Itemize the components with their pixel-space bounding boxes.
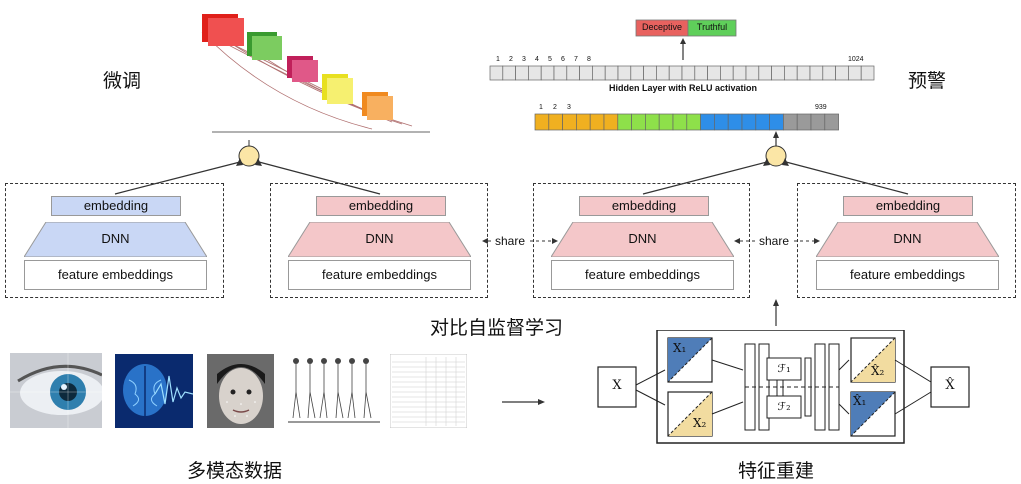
masked-x1-label: X₁ [673,341,687,355]
input-x-label: X [612,378,622,393]
input-tick-label: 1 [539,104,543,111]
dnn-label: DNN [365,231,394,246]
brain-eeg-image [115,354,193,428]
panel-finetune: embedding DNN feature embeddings [5,183,224,298]
output-x-hat-label: X̂ [945,378,955,393]
hidden-layer-diagram: Deceptive Truthful Hidden Layer with ReL… [488,16,878,136]
hidden-unit-cell [860,65,875,81]
dnn-label: DNN [101,231,130,246]
dnn-block: DNN [551,222,734,257]
gait-image [288,354,380,428]
encoder-f1-label: ℱ₁ [777,362,791,375]
embedding-box: embedding [51,196,181,216]
reconstructed-x2-label: X̂₂ [871,364,885,378]
share-label-1: share [493,234,528,248]
hidden-tick-label: 4 [535,56,539,63]
embedding-box: embedding [843,196,973,216]
panel-warning: embedding DNN feature embeddings [797,183,1016,298]
deceptive-label: Deceptive [641,22,683,32]
panel-pretrain-2: embedding DNN feature embeddings [533,183,750,298]
face-image [207,354,274,428]
embedding-box: embedding [579,196,709,216]
cnn-architecture-thumbnail [172,4,434,138]
panel-pretrain-1: embedding DNN feature embeddings [270,183,488,298]
hidden-tick-label: 7 [574,56,578,63]
input-feature-cell [824,113,839,131]
encoder-f2-label: ℱ₂ [777,400,791,413]
multimodal-data-label: 多模态数据 [187,460,283,482]
dnn-block: DNN [816,222,999,257]
hidden-tick-label: 3 [522,56,526,63]
hidden-tick-label: 5 [548,56,552,63]
share-label-2: share [757,234,792,248]
finetune-label: 微调 [103,70,142,92]
questionnaire-table-image [390,354,467,428]
hidden-layer-title: Hidden Layer with ReLU activation [608,83,758,93]
reconstructed-x1-label: X̂₁ [853,394,867,408]
dnn-block: DNN [24,222,207,257]
truthful-label: Truthful [696,22,728,32]
feature-embeddings-box: feature embeddings [24,260,207,290]
input-tick-label: 3 [567,104,571,111]
dnn-label: DNN [628,231,657,246]
hidden-tick-label: 6 [561,56,565,63]
feature-reconstruction-label: 特征重建 [738,460,815,482]
dnn-label: DNN [893,231,922,246]
masked-x2-label: X₂ [693,416,707,430]
warning-label: 预警 [908,70,947,92]
hidden-tick-label: 1024 [848,56,864,63]
feature-embeddings-box: feature embeddings [551,260,734,290]
feature-embeddings-box: feature embeddings [288,260,471,290]
feature-embeddings-box: feature embeddings [816,260,999,290]
eye-image [10,353,102,428]
truthful-box [687,19,737,37]
feature-reconstruction-diagram: X X₁ X₂ ℱ₁ ℱ₂ X̂₂ X̂₁ X̂ [595,329,975,445]
dnn-block: DNN [288,222,471,257]
input-tick-label: 939 [815,104,827,111]
hidden-tick-label: 8 [587,56,591,63]
hidden-tick-label: 2 [509,56,513,63]
hidden-tick-label: 1 [496,56,500,63]
contrastive-learning-label: 对比自监督学习 [430,317,564,339]
embedding-box: embedding [316,196,446,216]
input-tick-label: 2 [553,104,557,111]
